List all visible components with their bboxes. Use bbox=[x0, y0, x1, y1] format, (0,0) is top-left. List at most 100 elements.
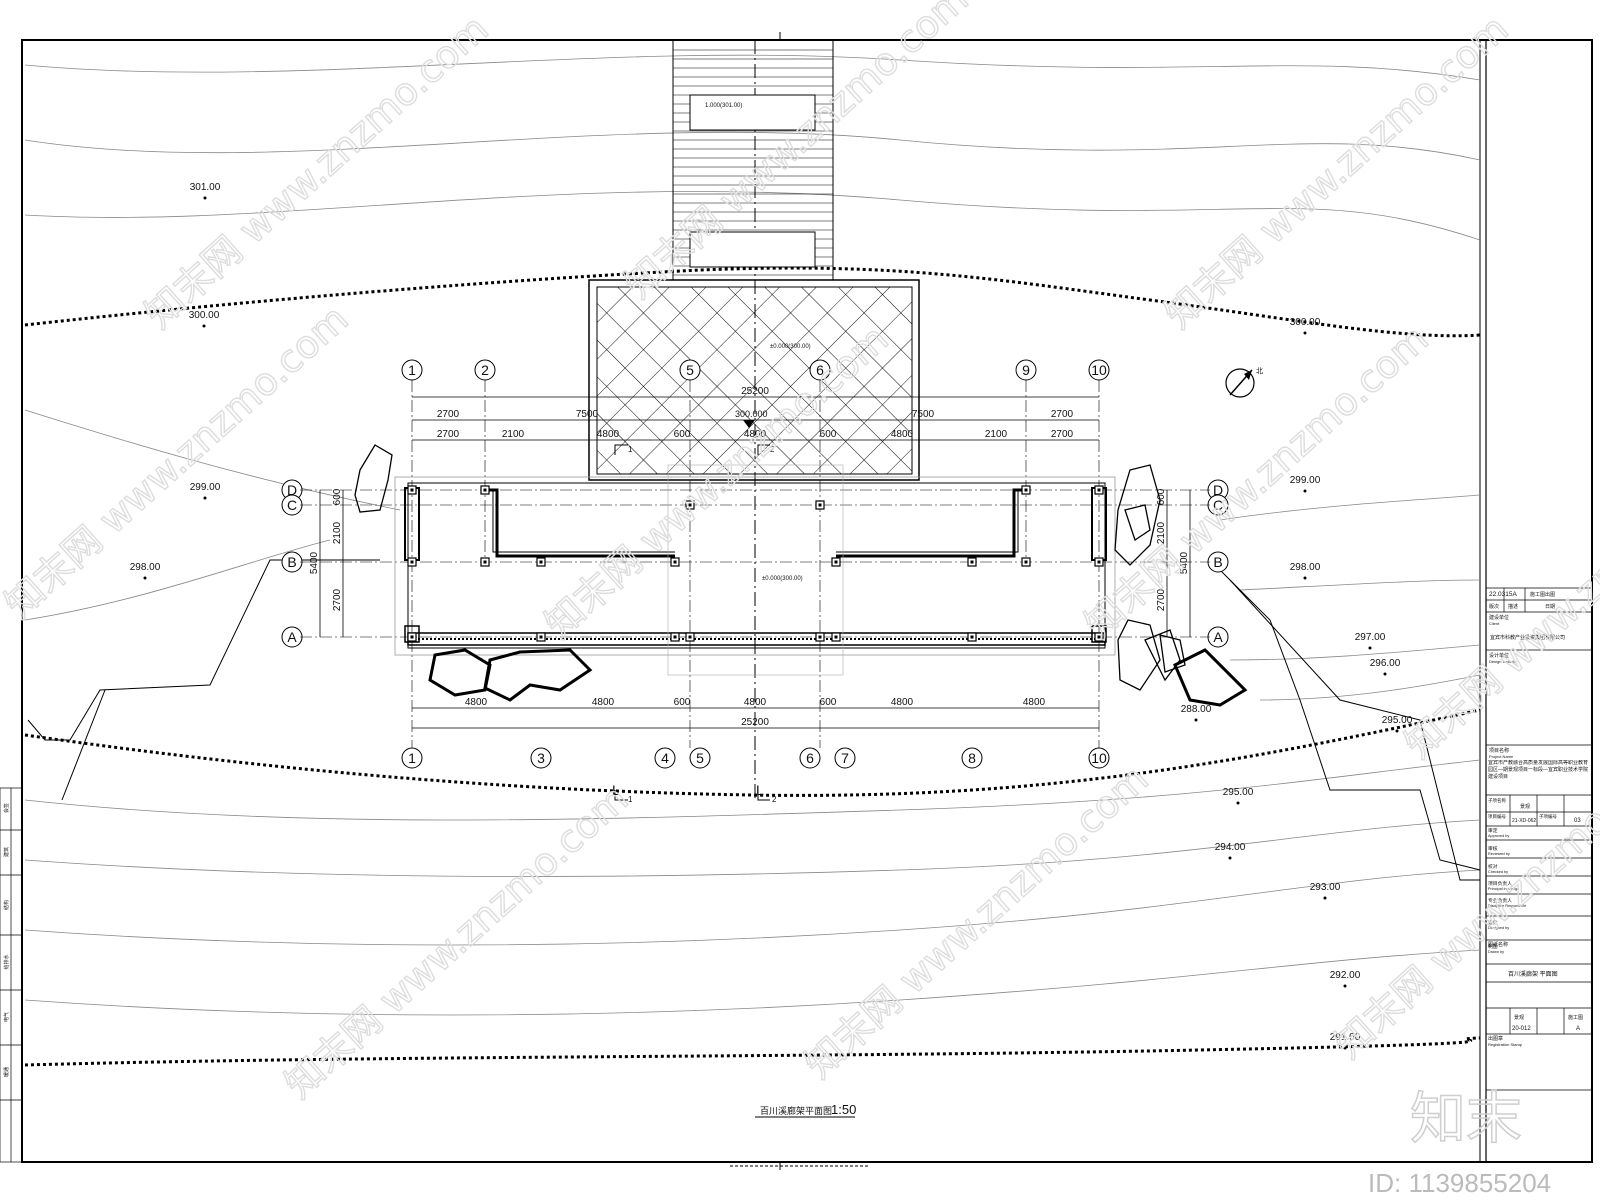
tb-discipline: 景观 bbox=[1514, 1014, 1524, 1021]
bottom-axis-7-label: 10 bbox=[1091, 750, 1107, 766]
contour-label-6: 298.00 bbox=[1290, 562, 1321, 573]
strip-label-3: 给排水 bbox=[3, 954, 10, 969]
site-boundary bbox=[27, 559, 1481, 881]
left-row-1: C bbox=[281, 494, 303, 516]
tb-owner-label-en: Client bbox=[1489, 621, 1500, 626]
watermark-site-3: 知末网 www.znzmo.com bbox=[0, 296, 357, 626]
section-l2-sub: 2 bbox=[772, 795, 777, 804]
contour-label-12: 293.00 bbox=[1310, 882, 1341, 893]
tb-owner-name: 宜宾市科教产业投资集团有限公司 bbox=[1490, 634, 1565, 641]
right-row-0-label: D bbox=[1213, 482, 1223, 498]
platform-elevation: ±0.000(300.00) bbox=[770, 344, 811, 350]
bottom-axis-0: 1 bbox=[401, 747, 423, 769]
top-axis-2-label: 5 bbox=[686, 362, 694, 378]
tb-col-3: 日期 bbox=[1545, 604, 1555, 610]
strip-label-4: 电气 bbox=[3, 1012, 10, 1022]
dim-top-row2-6: 4800 bbox=[891, 429, 914, 440]
dim-top-row2-8: 2700 bbox=[1051, 429, 1074, 440]
dim-top-row1-1: 7500 bbox=[576, 409, 599, 420]
contour-label-9: 295.00 bbox=[1382, 715, 1413, 726]
dim-top-row2-3: 600 bbox=[674, 429, 691, 440]
bottom-axis-3-label: 5 bbox=[696, 750, 704, 766]
drawing-scale: 1:50 bbox=[831, 1102, 856, 1117]
dim-left-total: 5400 bbox=[309, 551, 320, 574]
bottom-axis-6: 8 bbox=[961, 747, 983, 769]
dim-bottom-0: 4800 bbox=[465, 697, 488, 708]
section-l1-sub: 1 bbox=[628, 795, 633, 804]
dimension-lines bbox=[319, 396, 1191, 729]
dim-bottom-2: 600 bbox=[674, 697, 691, 708]
contour-label-4: 298.00 bbox=[130, 562, 161, 573]
left-row-3-label: A bbox=[287, 629, 297, 645]
paved-platform bbox=[588, 279, 920, 481]
top-axis-2: 5 bbox=[679, 359, 701, 381]
dim-top-row2-2: 4800 bbox=[597, 429, 620, 440]
top-axis-1-label: 2 bbox=[481, 362, 489, 378]
tb-project-label-en: Project Name bbox=[1489, 754, 1514, 759]
bottom-axis-4-label: 6 bbox=[806, 750, 814, 766]
sign-off-strip bbox=[0, 787, 23, 1163]
tb-col-1: 版次 bbox=[1489, 603, 1499, 610]
watermark-id: ID: 1139855204 bbox=[1368, 1168, 1551, 1198]
contour-label-10: 295.00 bbox=[1223, 787, 1254, 798]
title-block bbox=[1486, 587, 1592, 1091]
contour-label-15: 288.00 bbox=[1181, 704, 1212, 715]
section-mark-2: 2 bbox=[770, 445, 775, 454]
dim-bottom-total: 25200 bbox=[741, 717, 769, 728]
tb-status: 施工图出图 bbox=[1530, 591, 1555, 598]
bottom-axis-0-label: 1 bbox=[408, 750, 416, 766]
tb-design-label: 设计单位 bbox=[1489, 652, 1509, 659]
tb-subproject-label: 子项名称 bbox=[1488, 797, 1506, 804]
watermark-site-7: 知末网 www.znzmo.com bbox=[797, 756, 1157, 1086]
left-row-3: A bbox=[281, 626, 303, 648]
dim-left-0: 600 bbox=[332, 488, 343, 505]
top-axis-5: 10 bbox=[1088, 359, 1110, 381]
contour-label-1: 300.00 bbox=[189, 310, 220, 321]
tb-role-4: 专业负责人 bbox=[1488, 897, 1512, 904]
tb-sub-no-label: 子项编号 bbox=[1539, 813, 1557, 820]
watermark-site-2: 知末网 www.znzmo.com bbox=[1157, 6, 1517, 336]
contour-label-0: 301.00 bbox=[190, 182, 221, 193]
top-axis-0-label: 1 bbox=[408, 362, 416, 378]
dim-left-1: 2100 bbox=[332, 521, 343, 544]
contour-label-3: 299.00 bbox=[190, 482, 221, 493]
right-row-3: A bbox=[1207, 626, 1229, 648]
dim-bottom-1: 4800 bbox=[592, 697, 615, 708]
dim-top-row2-7: 2100 bbox=[985, 429, 1008, 440]
tb-revision: 22.0315A bbox=[1489, 591, 1517, 598]
dim-right-0: 600 bbox=[1156, 488, 1167, 505]
right-row-1: C bbox=[1207, 494, 1229, 516]
watermark-site-9: 知末网 www.znzmo.com bbox=[1397, 436, 1600, 766]
bottom-axis-2-label: 4 bbox=[661, 750, 669, 766]
dim-top-total: 25200 bbox=[741, 386, 769, 397]
top-axis-4-label: 9 bbox=[1022, 362, 1030, 378]
bottom-axis-7: 10 bbox=[1088, 747, 1110, 769]
dim-top-row1-3: 2700 bbox=[1051, 409, 1074, 420]
tb-stamp-label: 出图章 bbox=[1488, 1035, 1503, 1042]
tb-drawing-no: 20-012 bbox=[1512, 1026, 1531, 1032]
tb-role-0: 审定 bbox=[1488, 827, 1498, 834]
floor-elevation: ±0.000(300.00) bbox=[762, 576, 803, 582]
watermark-site-6: 知末网 www.znzmo.com bbox=[277, 776, 637, 1106]
section-l1: L bbox=[612, 782, 620, 798]
watermark-logo: 知末 bbox=[1410, 1087, 1522, 1152]
title-block-frame bbox=[1485, 39, 1593, 1163]
tb-sheet-title-label: 图纸名称 bbox=[1488, 941, 1508, 948]
tb-design-label-en: Design Institute bbox=[1489, 659, 1517, 664]
contour-label-13: 292.00 bbox=[1330, 970, 1361, 981]
top-axis-0: 1 bbox=[401, 359, 423, 381]
bottom-axis-4: 6 bbox=[799, 747, 821, 769]
bottom-axis-1-label: 3 bbox=[537, 750, 545, 766]
north-arrow-icon bbox=[1225, 368, 1255, 398]
bottom-axis-6-label: 8 bbox=[968, 750, 976, 766]
dim-bottom-4: 600 bbox=[820, 697, 837, 708]
left-row-2-label: B bbox=[287, 554, 296, 570]
tb-role-en-5: Designed by bbox=[1488, 926, 1509, 930]
tb-role-6: 制图 bbox=[1488, 943, 1498, 950]
strip-label-2: 结构 bbox=[3, 900, 10, 910]
platform-center-level: 300.000 bbox=[735, 409, 768, 419]
contour-label-2: 300.00 bbox=[1290, 317, 1321, 328]
stair-elevation: 1.000(301.00) bbox=[705, 103, 742, 109]
dim-right-total: 5400 bbox=[1179, 551, 1190, 574]
